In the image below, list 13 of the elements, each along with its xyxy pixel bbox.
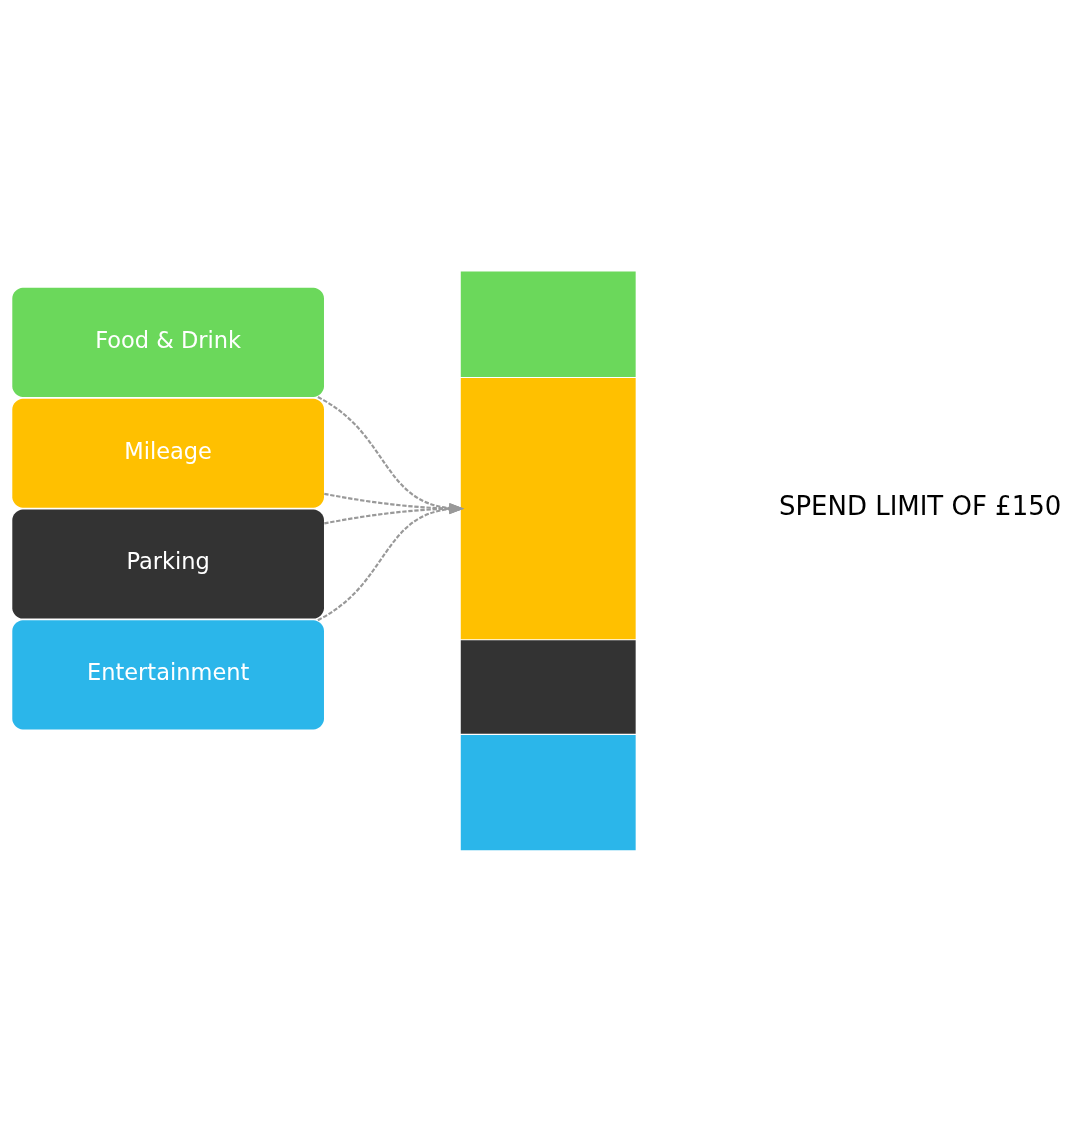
node-box: Food & Drink [12, 287, 324, 397]
node-box: Entertainment [12, 620, 324, 730]
node-bar [460, 377, 636, 640]
node-box: Parking [12, 509, 324, 619]
arrow [324, 503, 465, 525]
node-bar [460, 640, 636, 734]
node-bar [460, 735, 636, 851]
label: SPEND LIMIT OF £150 [778, 491, 1062, 522]
arrow [317, 396, 465, 514]
arrow [317, 504, 465, 622]
node-bar [460, 271, 636, 377]
arrow [324, 492, 465, 514]
node-box: Mileage [12, 398, 324, 508]
